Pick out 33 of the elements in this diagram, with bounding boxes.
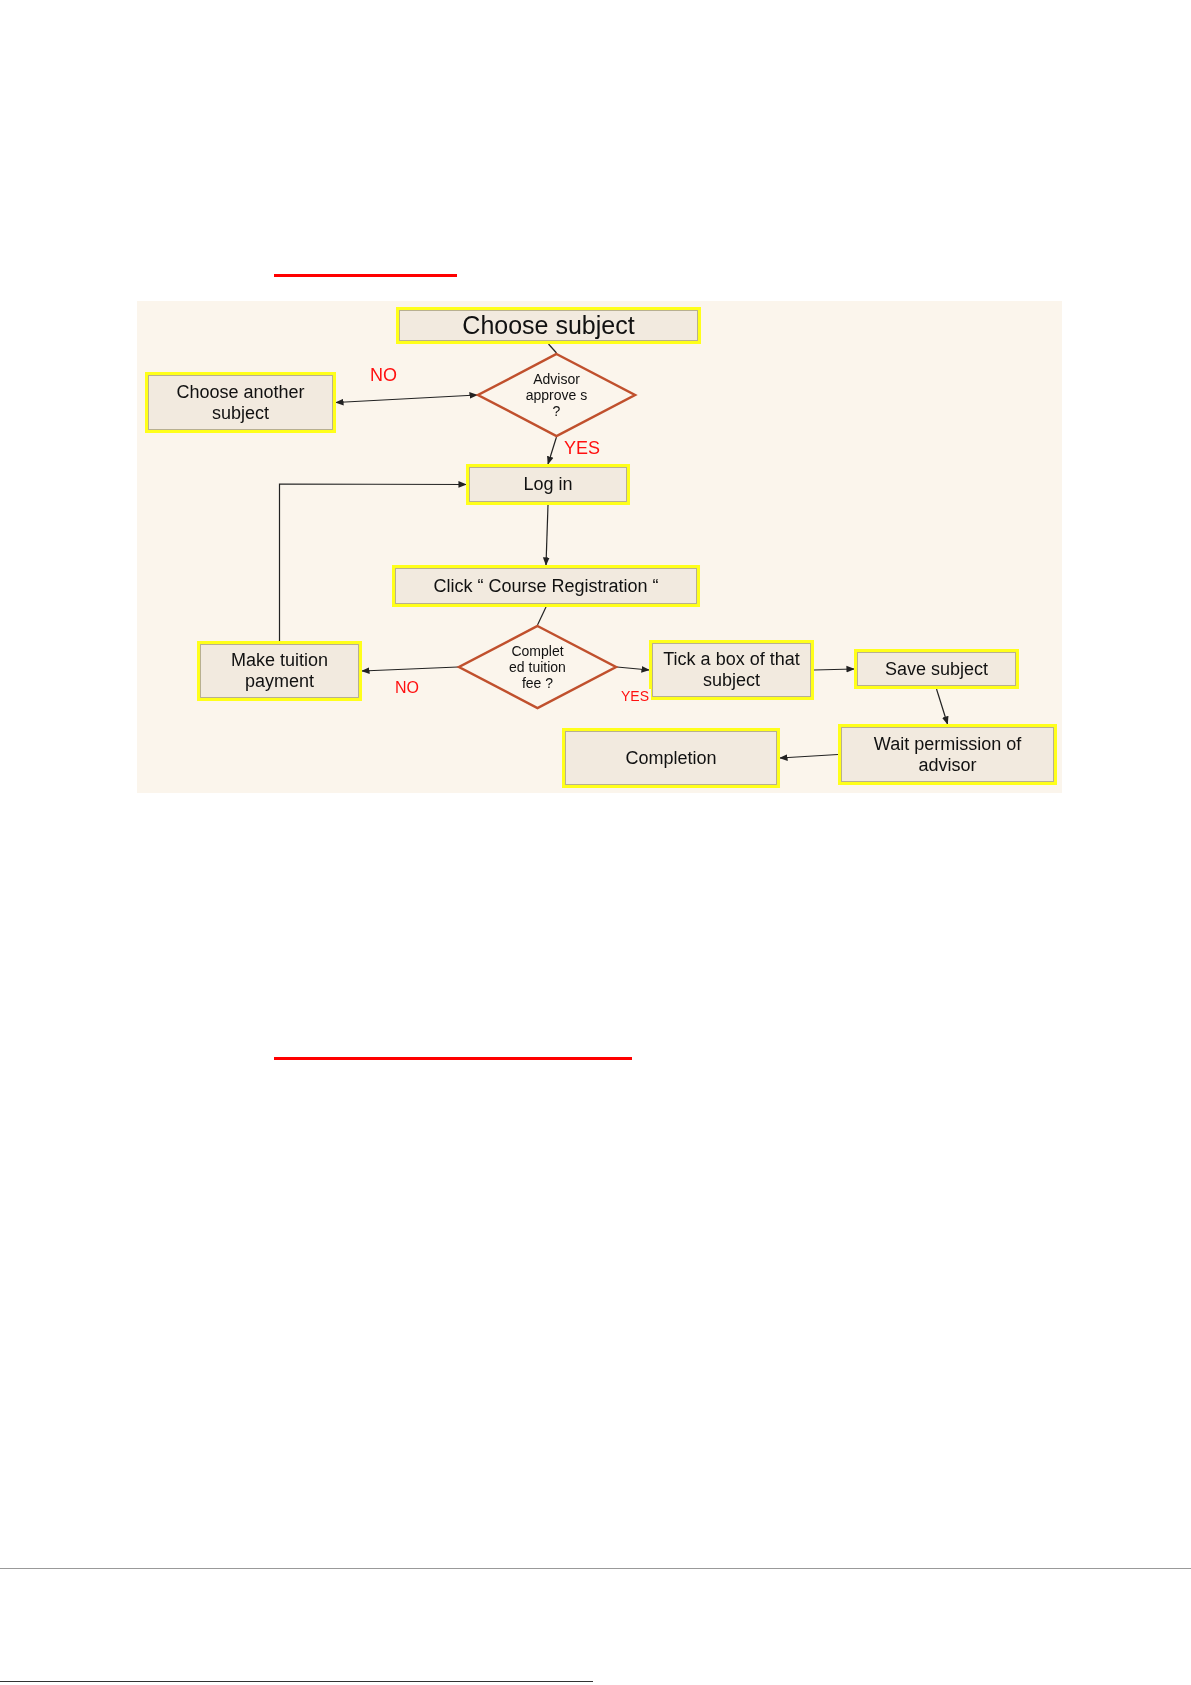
step-label: Choose another subject — [175, 381, 306, 424]
step-label: Make tuition payment — [229, 650, 330, 692]
step-label: Choose subject — [462, 311, 635, 340]
step-label: Click “ Course Registration “ — [433, 575, 659, 597]
step-label: Wait permission of advisor — [872, 733, 1023, 776]
decision-label: Complet ed tuition fee ? — [508, 642, 567, 692]
arrow — [361, 666, 459, 675]
arrow — [547, 436, 558, 465]
process-box — [649, 640, 814, 700]
edge-label: NO — [368, 366, 399, 384]
step-label: Tick a box of that subject — [662, 649, 801, 691]
arrow — [335, 392, 478, 406]
edge-label: YES — [562, 439, 603, 457]
edge-label: NO — [393, 680, 421, 696]
process-box — [466, 464, 630, 505]
arrow — [813, 665, 855, 673]
process-box — [392, 565, 700, 607]
step-label: Completion — [625, 747, 717, 769]
process-box — [854, 649, 1019, 689]
arrow — [616, 665, 650, 673]
arrow — [935, 688, 949, 725]
decision-label: Advisor approve s ? — [525, 370, 588, 420]
process-box — [562, 728, 780, 788]
arrow — [542, 504, 550, 566]
step-label: Log in — [523, 474, 573, 495]
edge-label: YES — [619, 689, 651, 703]
arrow — [779, 753, 839, 761]
arrow — [278, 481, 467, 642]
process-box — [197, 641, 362, 701]
process-box — [396, 307, 701, 344]
step-label: Save subject — [884, 658, 989, 680]
process-box — [145, 372, 336, 433]
process-box — [838, 724, 1057, 785]
